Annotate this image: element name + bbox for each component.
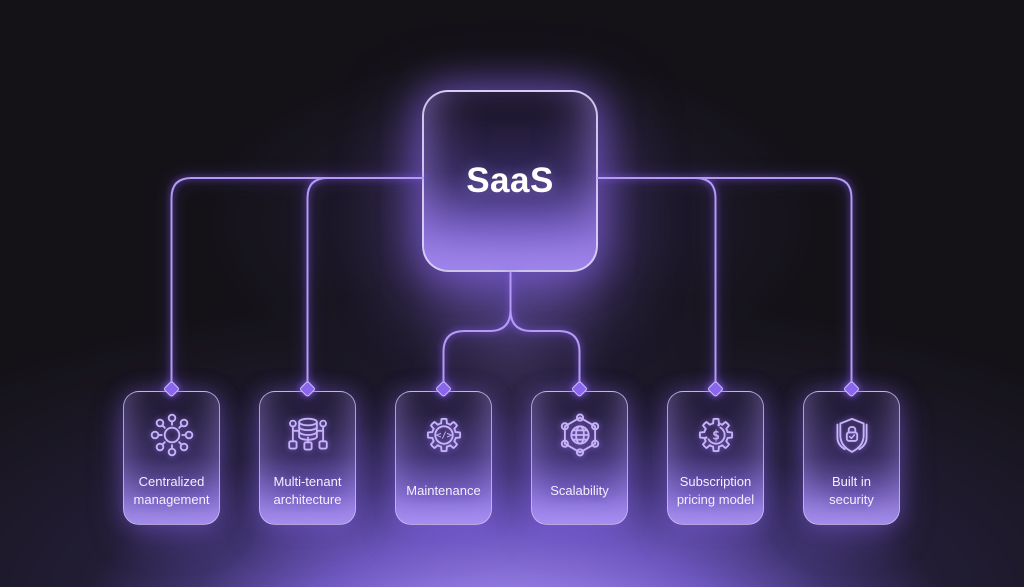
card-label: Multi-tenant architecture [274, 468, 342, 524]
card-label: Built in security [829, 468, 874, 524]
card-label: Maintenance [406, 468, 480, 524]
card-label: Centralized management [134, 468, 210, 524]
database-network-icon [283, 402, 333, 468]
connector-to-card-3 [442, 272, 512, 385]
feature-card-centralized-management: Centralized management [123, 391, 220, 525]
card-label-line1: Centralized [138, 473, 205, 489]
feature-card-maintenance: </> Maintenance [395, 391, 492, 525]
globe-network-icon [555, 402, 605, 468]
hub-network-icon [147, 402, 197, 468]
gear-dollar-icon: $ [691, 402, 741, 468]
card-label-line2: architecture [273, 492, 342, 507]
card-label-line1: Subscription [679, 473, 752, 489]
card-label-line1: Multi-tenant [273, 473, 342, 489]
shield-lock-icon [827, 402, 877, 468]
card-label-line1: Built in [831, 473, 871, 489]
card-label-line2: security [829, 492, 874, 507]
card-label: Scalability [550, 468, 609, 524]
connector-to-card-5 [597, 177, 717, 385]
card-label-line1: Scalability [550, 482, 609, 498]
gear-code-icon: </> [419, 402, 469, 468]
connector-to-card-2 [306, 177, 424, 385]
card-label: Subscription pricing model [677, 468, 754, 524]
card-label-line2: management [133, 492, 210, 507]
feature-card-subscription-pricing: $ Subscription pricing model [667, 391, 764, 525]
svg-text:</>: </> [436, 431, 452, 441]
saas-root-node: SaaS [422, 90, 598, 272]
card-label-line1: Maintenance [406, 482, 481, 498]
feature-card-multi-tenant-architecture: Multi-tenant architecture [259, 391, 356, 525]
connector-to-card-6 [597, 177, 853, 385]
feature-card-built-in-security: Built in security [803, 391, 900, 525]
svg-text:$: $ [712, 429, 720, 444]
connector-to-card-1 [170, 177, 424, 385]
saas-title: SaaS [466, 161, 554, 200]
connector-to-card-4 [509, 272, 581, 385]
card-label-line2: pricing model [676, 492, 755, 507]
feature-card-scalability: Scalability [531, 391, 628, 525]
